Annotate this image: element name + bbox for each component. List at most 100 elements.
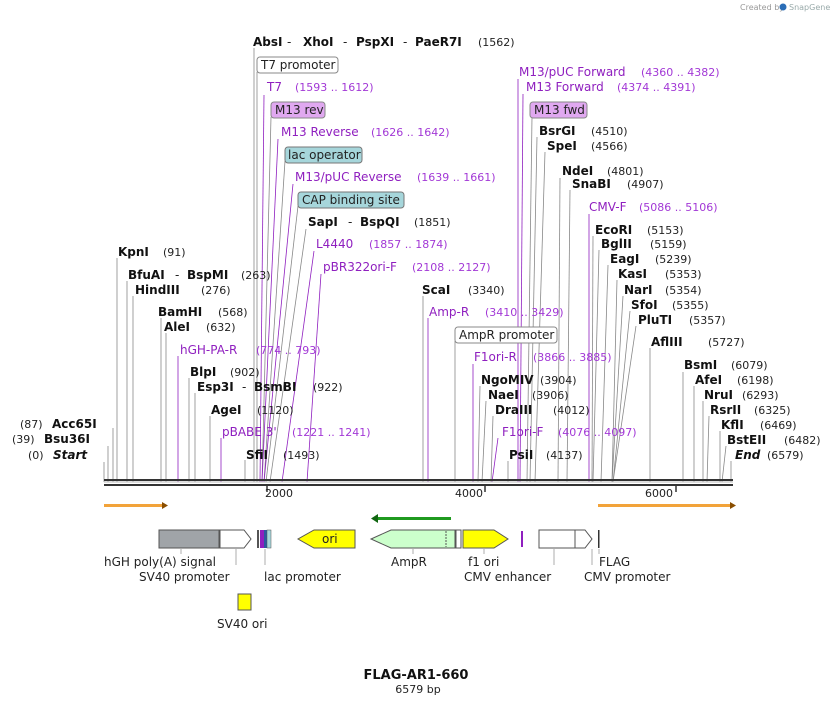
f1-ori-feature[interactable] xyxy=(462,529,509,549)
primer-m13-forward[interactable]: M13 Forward xyxy=(526,80,604,94)
enzyme-bamhi-label[interactable]: BamHI xyxy=(158,305,202,319)
primer-pbabe-3[interactable]: pBABE 3' xyxy=(222,425,277,439)
enzyme-bspmi-label[interactable]: BspMI xyxy=(187,268,228,282)
enzyme-kasi-label[interactable]: KasI xyxy=(618,267,647,281)
enzyme-bfuai-label[interactable]: BfuAI xyxy=(128,268,165,282)
enzyme-rsrii-label[interactable]: RsrII xyxy=(710,403,741,417)
enzyme-absi-label[interactable]: AbsI xyxy=(253,35,282,49)
enzyme-sfii-label[interactable]: SfiI xyxy=(246,448,268,462)
ampr-label: AmpR xyxy=(391,555,427,569)
ampr-feature[interactable] xyxy=(369,529,456,549)
primer-m13-reverse[interactable]: M13 Reverse xyxy=(281,125,359,139)
enzyme-scai-label[interactable]: ScaI xyxy=(422,283,450,297)
enzyme-nrui-label[interactable]: NruI xyxy=(704,388,733,402)
svg-text:-: - xyxy=(403,35,407,49)
sequence-backbone: 2000 4000 6000 xyxy=(104,479,733,500)
left-edge-enzyme-labels: (87) Acc65I (39) Bsu36I (0) Start xyxy=(12,417,97,462)
enzyme-esp3i-label[interactable]: Esp3I xyxy=(197,380,234,394)
primer-cmv-f[interactable]: CMV-F xyxy=(589,200,627,214)
svg-text:(87): (87) xyxy=(20,418,43,431)
primer-m13-puc-reverse[interactable]: M13/pUC Reverse xyxy=(295,170,402,184)
orf-ampr-arrow[interactable] xyxy=(378,517,451,520)
t7-promoter-box[interactable] xyxy=(256,56,339,74)
enzyme-bsmbi-label[interactable]: BsmBI xyxy=(254,380,296,394)
primer-hgh-pa-r[interactable]: hGH-PA-R xyxy=(180,343,237,357)
ampr-promoter-box[interactable] xyxy=(454,326,558,344)
plasmid-name: FLAG-AR1-660 xyxy=(364,668,469,683)
enzyme-alei-label[interactable]: AleI xyxy=(164,320,190,334)
enzyme-xhoi-label[interactable]: XhoI xyxy=(303,35,334,49)
svg-text:(1639 .. 1661): (1639 .. 1661) xyxy=(417,171,496,184)
backbone-top-strand xyxy=(104,479,733,481)
enzyme-snabi-label[interactable]: SnaBI xyxy=(572,177,611,191)
enzyme-afei-label[interactable]: AfeI xyxy=(695,373,722,387)
enzyme-sapi-label[interactable]: SapI xyxy=(308,215,338,229)
lac-operator-box[interactable] xyxy=(284,146,363,164)
svg-text:(4510): (4510) xyxy=(591,125,628,138)
primer-amp-r[interactable]: Amp-R xyxy=(429,305,469,319)
plasmid-length: 6579 bp xyxy=(395,683,440,696)
svg-text:(4566): (4566) xyxy=(591,140,628,153)
enzyme-paer7i-label[interactable]: PaeR7I xyxy=(415,35,462,49)
svg-text:(5153): (5153) xyxy=(647,224,684,237)
primer-f1ori-f[interactable]: F1ori-F xyxy=(502,425,543,439)
cmv-promoter-feature[interactable] xyxy=(574,529,593,549)
enzyme-blpi-label[interactable]: BlpI xyxy=(190,365,216,379)
orf-left-arrow[interactable] xyxy=(104,504,164,507)
m13-fwd-box[interactable] xyxy=(529,101,588,119)
sv40-promoter-feature[interactable] xyxy=(219,529,252,549)
svg-text:(774 .. 793): (774 .. 793) xyxy=(256,344,321,357)
enzyme-eagi-label[interactable]: EagI xyxy=(610,252,639,266)
enzyme-hindiii-label[interactable]: HindIII xyxy=(135,283,180,297)
header-enzyme-group: AbsI - XhoI - PspXI - PaeR7I (1562) xyxy=(253,35,515,49)
primer-f1ori-r[interactable]: F1ori-R xyxy=(474,350,517,364)
orf-right-arrow[interactable] xyxy=(598,504,732,507)
enzyme-bsrgi-label[interactable]: BsrGI xyxy=(539,124,576,138)
enzyme-bsu36i-label[interactable]: Bsu36I xyxy=(44,432,90,446)
primer-pbr322ori-f[interactable]: pBR322ori-F xyxy=(323,260,397,274)
primer-t7[interactable]: T7 xyxy=(266,80,282,94)
enzyme-ngomiv-label[interactable]: NgoMIV xyxy=(481,373,534,387)
feature-labels: hGH poly(A) signal SV40 promoter lac pro… xyxy=(104,555,671,631)
enzyme-afliii-label[interactable]: AflIII xyxy=(651,335,683,349)
enzyme-bspqi-label[interactable]: BspQI xyxy=(360,215,400,229)
enzyme-bsteii-label[interactable]: BstEII xyxy=(727,433,766,447)
enzyme-pspxi-label[interactable]: PspXI xyxy=(356,35,394,49)
sv40-ori-feature[interactable] xyxy=(237,593,252,611)
svg-text:AmpR promoter: AmpR promoter xyxy=(459,328,554,342)
primer-l4440[interactable]: L4440 xyxy=(316,237,353,251)
cap-binding-site-box[interactable] xyxy=(297,191,405,209)
svg-text:(39): (39) xyxy=(12,433,35,446)
enzyme-bglii-label[interactable]: BglII xyxy=(601,237,632,251)
enzyme-psii-label[interactable]: PsiI xyxy=(509,448,533,462)
flag-feature[interactable] xyxy=(598,530,600,548)
end-label: End xyxy=(735,448,761,462)
hgh-polya-feature[interactable] xyxy=(158,529,220,549)
lac-promoter-feature[interactable] xyxy=(266,529,272,549)
enzyme-pluti-label[interactable]: PluTI xyxy=(638,313,672,327)
enzyme-sfoi-label[interactable]: SfoI xyxy=(631,298,658,312)
lac-promoter-label: lac promoter xyxy=(264,570,341,584)
svg-text:(5354): (5354) xyxy=(665,284,702,297)
ori-feature[interactable] xyxy=(296,529,356,549)
primer-labels: T7 (1593 .. 1612) M13 Reverse (1626 .. 1… xyxy=(180,65,720,439)
enzyme-acc65i-label[interactable]: Acc65I xyxy=(52,417,97,431)
svg-text:CAP binding site: CAP binding site xyxy=(302,193,400,207)
enzyme-kpni-label[interactable]: KpnI xyxy=(118,245,149,259)
enzyme-bsmi-label[interactable]: BsmI xyxy=(684,358,717,372)
cmv-enhancer-feature[interactable] xyxy=(538,529,576,549)
svg-text:(922): (922) xyxy=(313,381,343,394)
enzyme-ecori-label[interactable]: EcoRI xyxy=(595,223,632,237)
enzyme-draiii-label[interactable]: DraIII xyxy=(495,403,532,417)
m13-rev-box[interactable] xyxy=(270,101,326,119)
enzyme-spei-label[interactable]: SpeI xyxy=(547,139,577,153)
svg-text:(4137): (4137) xyxy=(546,449,583,462)
enzyme-kfli-label[interactable]: KflI xyxy=(721,418,744,432)
start-label: Start xyxy=(53,448,88,462)
enzyme-agei-label[interactable]: AgeI xyxy=(211,403,241,417)
enzyme-ndei-label[interactable]: NdeI xyxy=(562,164,593,178)
enzyme-nari-label[interactable]: NarI xyxy=(624,283,653,297)
enzyme-naei-label[interactable]: NaeI xyxy=(488,388,519,402)
primer-m13-puc-forward[interactable]: M13/pUC Forward xyxy=(519,65,626,79)
svg-text:(4076 .. 4097): (4076 .. 4097) xyxy=(558,426,637,439)
